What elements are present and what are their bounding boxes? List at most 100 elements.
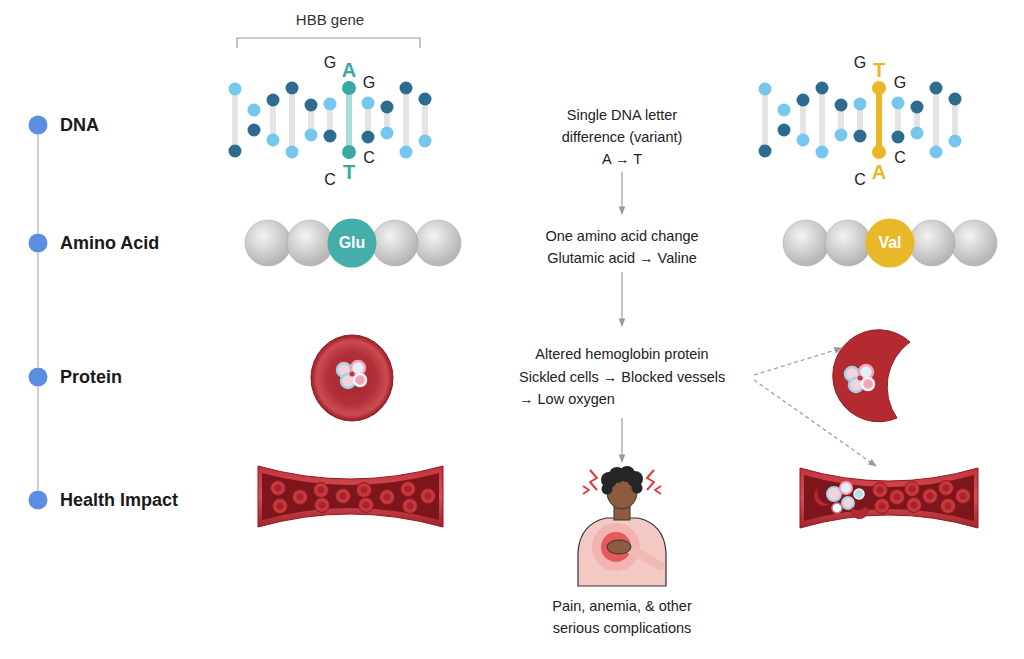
hemoglobin-subunit — [842, 497, 854, 509]
amino-acid-sphere — [951, 220, 997, 266]
amino-acid-sphere — [783, 220, 829, 266]
health-impact-note: Pain, anemia, & other serious complicati… — [535, 595, 710, 639]
sickle-cell — [833, 330, 910, 422]
amino-acid-name: Glu — [339, 234, 366, 252]
red-blood-cell — [359, 498, 374, 513]
step-description: Single DNA letter difference (variant) — [547, 104, 697, 148]
person-arm — [631, 550, 660, 566]
flow-arrow — [621, 172, 622, 214]
node-circle — [29, 368, 48, 387]
hemoglobin-subunit — [832, 503, 842, 513]
amino-acid-sphere — [287, 220, 333, 266]
red-blood-cell — [421, 489, 436, 504]
node-outline — [28, 367, 48, 387]
vessel-lumen — [262, 473, 439, 520]
sickle-cell — [852, 506, 868, 519]
healthy-vessel — [258, 466, 443, 527]
red-blood-cell — [923, 489, 938, 504]
variant-dot — [872, 145, 886, 159]
amino-acid-sphere — [372, 220, 418, 266]
red-blood-cell — [315, 498, 330, 513]
row-heading: Amino Acid — [60, 233, 159, 254]
amino-acid-chain — [245, 220, 997, 266]
variant-base-letter: A — [342, 59, 356, 81]
dna-base-letter: C — [324, 169, 336, 191]
dna-base-letter: C — [894, 147, 906, 169]
red-blood-cell — [873, 483, 888, 498]
vessel-lumen — [804, 475, 974, 521]
step-description: Altered hemoglobin protein — [535, 343, 708, 365]
row-heading: Health Impact — [60, 490, 178, 511]
timeline-dot: Health Impact — [28, 490, 48, 510]
step-description: Glutamic acid → Valine — [547, 247, 697, 269]
person-torso — [578, 518, 666, 586]
red-blood-cell — [956, 489, 971, 504]
timeline-dot: DNA — [28, 115, 48, 135]
node-circle — [29, 491, 48, 510]
dna-base-letter: G — [894, 72, 906, 94]
person-hair — [601, 466, 643, 495]
amino-acid-sphere — [909, 220, 955, 266]
amino-acid-sphere — [415, 220, 461, 266]
pain-marks — [583, 470, 661, 494]
amino-acid-name: Val — [878, 234, 901, 252]
red-blood-cell — [271, 481, 286, 496]
node-outline — [28, 233, 48, 253]
node-outline — [28, 115, 48, 135]
red-blood-cell — [273, 499, 288, 514]
red-blood-cell — [939, 481, 954, 496]
red-blood-cell — [905, 482, 920, 497]
flow-arrow — [621, 272, 622, 326]
dna-helix-normal — [229, 82, 432, 159]
dna-helix-variant — [759, 82, 962, 159]
amino-acid-sphere — [825, 220, 871, 266]
hemoglobin-cluster — [337, 361, 366, 388]
red-blood-cell — [875, 499, 890, 514]
variant-dot — [342, 81, 356, 95]
variant-base-letter: T — [343, 161, 355, 183]
hair-curl — [602, 484, 613, 495]
red-blood-cell — [401, 482, 416, 497]
red-blood-cell — [403, 499, 418, 514]
dna-base-letter: G — [363, 72, 375, 94]
hemoglobin-cluster — [845, 365, 874, 392]
hemoglobin-subunit — [827, 487, 841, 501]
red-blood-cell — [890, 490, 905, 505]
connector-group — [38, 135, 39, 490]
red-blood-cell — [380, 490, 395, 505]
node-outline — [327, 218, 377, 268]
timeline-line — [37, 135, 39, 233]
row-heading: DNA — [60, 115, 99, 136]
step-description: One amino acid change — [545, 225, 698, 247]
highlight-rung — [876, 95, 882, 145]
hemoglobin-subunit — [840, 482, 852, 494]
node-circle — [866, 219, 915, 268]
pain-glow — [601, 532, 631, 562]
node-circle — [29, 234, 48, 253]
red-blood-cell — [336, 489, 351, 504]
variant-dot — [872, 81, 886, 95]
dashed-arrow — [754, 380, 876, 466]
dna-base-letter: C — [363, 147, 375, 169]
pain-zigzag — [655, 486, 661, 494]
node-circle — [328, 219, 377, 268]
step-description: Sickled cells → Blocked vessels → Low ox… — [519, 366, 733, 410]
flow-arrow — [621, 418, 622, 462]
variant-dot — [342, 145, 356, 159]
person-hand — [607, 540, 631, 554]
gene-bracket — [237, 38, 420, 48]
node-circle — [29, 116, 48, 135]
dashed-arrow — [754, 348, 842, 375]
row-heading: Protein — [60, 367, 122, 388]
pain-zigzag — [590, 470, 597, 490]
red-blood-cell — [293, 490, 308, 505]
hair-curl — [632, 483, 643, 494]
node-outline — [865, 218, 915, 268]
timeline-dot: Protein — [28, 367, 48, 387]
normal-red-blood-cell — [311, 335, 393, 421]
variant-base-letter: T — [873, 59, 885, 81]
